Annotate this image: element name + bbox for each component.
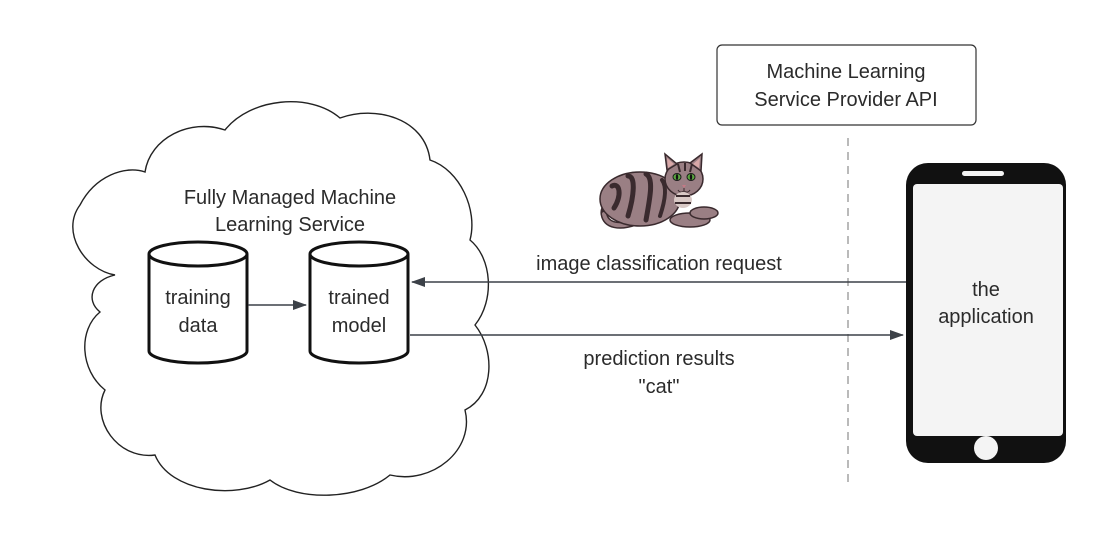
- trained-model-cylinder: [308, 240, 410, 365]
- cat-icon: [599, 152, 719, 229]
- cloud-shape: [72, 101, 490, 496]
- cloud-title-line1: Fully Managed Machine: [184, 187, 396, 209]
- phone-label-line1: the: [972, 279, 1000, 301]
- training-data-cylinder: [147, 240, 249, 365]
- phone-home-button: [974, 436, 998, 460]
- phone-speaker: [962, 171, 1004, 176]
- training-data-label-line2: data: [179, 315, 219, 337]
- request-arrow-label: image classification request: [536, 253, 782, 275]
- api-box-line1: Machine Learning: [767, 61, 926, 83]
- phone-screen: [913, 184, 1063, 436]
- cloud-title-line2: Learning Service: [215, 214, 365, 236]
- trained-model-label-line1: trained: [328, 287, 389, 309]
- phone-label-line2: application: [938, 306, 1034, 328]
- api-box: [716, 44, 977, 126]
- phone-device: [906, 163, 1066, 463]
- response-arrow-label-line2: "cat": [639, 376, 680, 398]
- response-arrow-label-line1: prediction results: [583, 348, 734, 370]
- training-data-label-line1: training: [165, 287, 231, 309]
- trained-model-label-line2: model: [332, 315, 386, 337]
- api-box-line2: Service Provider API: [754, 89, 937, 111]
